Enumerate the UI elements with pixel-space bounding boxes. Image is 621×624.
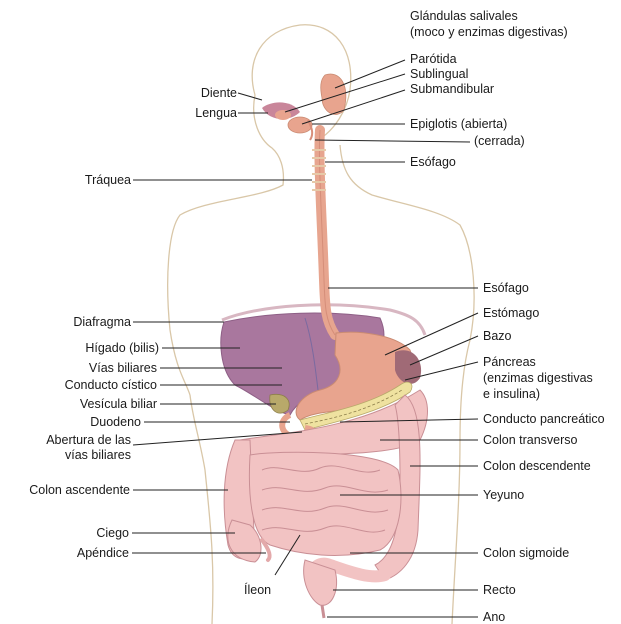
small-intestine	[249, 452, 401, 555]
anus	[322, 605, 324, 618]
label-vesicula-biliar: Vesícula biliar	[80, 397, 157, 411]
label-diente: Diente	[201, 86, 237, 100]
label-colon-ascendente: Colon ascendente	[29, 483, 130, 497]
label-epiglotis-cerrada: (cerrada)	[474, 134, 525, 148]
label-colon-sigmoide: Colon sigmoide	[483, 546, 569, 560]
label-conducto-cistico: Conducto cístico	[65, 378, 157, 392]
label-traquea: Tráquea	[85, 173, 131, 187]
label-pancreas-line2: (enzimas digestivas	[483, 371, 593, 385]
label-vias-biliares: Vías biliares	[89, 361, 157, 375]
label-ano: Ano	[483, 610, 505, 624]
submandibular-gland	[288, 117, 312, 133]
sublingual-gland	[275, 110, 291, 120]
label-glandulas-line1: Glándulas salivales	[410, 9, 518, 23]
label-estomago: Estómago	[483, 306, 539, 320]
label-conducto-pancreatico: Conducto pancreático	[483, 412, 621, 426]
label-epiglotis-abierta: Epiglotis (abierta)	[410, 117, 507, 131]
label-recto: Recto	[483, 583, 516, 597]
label-ciego: Ciego	[96, 526, 129, 540]
label-higado: Hígado (bilis)	[85, 341, 159, 355]
label-pancreas-line3: e insulina)	[483, 387, 540, 401]
label-bazo: Bazo	[483, 329, 512, 343]
label-yeyuno: Yeyuno	[483, 488, 524, 502]
label-lengua: Lengua	[195, 106, 237, 120]
label-apendice: Apéndice	[77, 546, 129, 560]
label-glandulas-line2: (moco y enzimas digestivas)	[410, 25, 568, 39]
label-abertura-line2: vías biliares	[65, 448, 131, 462]
label-submandibular: Submandibular	[410, 82, 494, 96]
label-ileon: Íleon	[244, 583, 271, 597]
label-esofago-upper: Esófago	[410, 155, 456, 169]
label-pancreas-line1: Páncreas	[483, 355, 536, 369]
label-duodeno: Duodeno	[90, 415, 141, 429]
label-abertura-line1: Abertura de las	[46, 433, 131, 447]
label-parotida: Parótida	[410, 52, 457, 66]
label-colon-transverso: Colon transverso	[483, 433, 578, 447]
label-colon-descendente: Colon descendente	[483, 459, 591, 473]
label-diafragma: Diafragma	[73, 315, 131, 329]
label-sublingual: Sublingual	[410, 67, 468, 81]
label-esofago-lower: Esófago	[483, 281, 529, 295]
